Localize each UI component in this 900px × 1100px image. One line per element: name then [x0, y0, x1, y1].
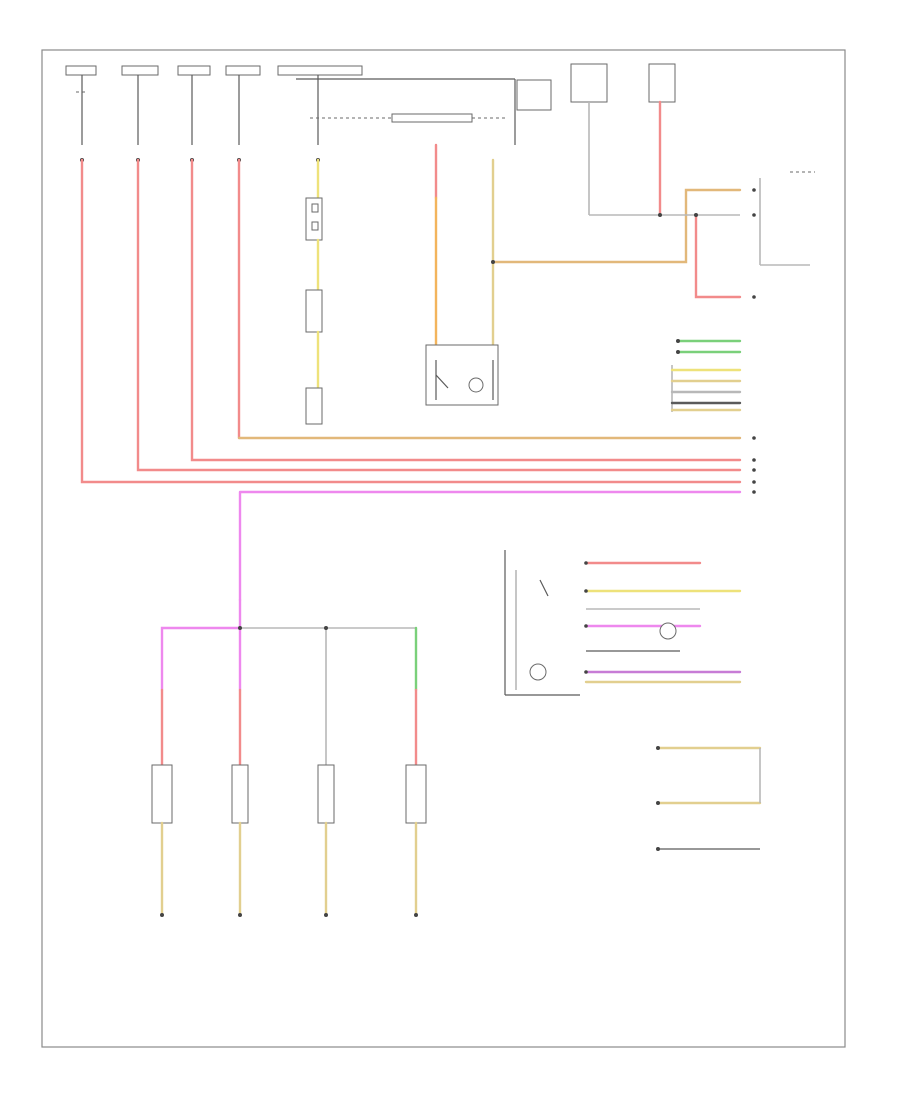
fuse-4: [225, 65, 261, 162]
wire-pink-main: [238, 490, 742, 602]
wire-red-2: [136, 158, 742, 472]
switch-assembly: [425, 344, 499, 406]
right-connector-list: [670, 339, 742, 412]
right-terminals: [752, 188, 756, 494]
wire-red-3: [190, 158, 742, 462]
ground-wires: [656, 746, 762, 851]
diagram-frame: [41, 49, 846, 1048]
switch-wires: [425, 143, 742, 406]
fuse-3: [177, 65, 211, 162]
center-column: [305, 158, 323, 425]
lower-module-4: [405, 764, 427, 824]
fuse-5: [277, 65, 363, 162]
sensor-box-1: [570, 63, 608, 103]
lower-right-module: [504, 550, 742, 696]
wire-red-1: [80, 158, 742, 484]
lower-bus: [160, 598, 418, 700]
fuse-2: [121, 65, 159, 162]
module-2: [305, 289, 323, 333]
ignition-switch-box: [516, 79, 552, 111]
lower-module-1: [151, 764, 173, 824]
lower-module-3: [317, 764, 335, 824]
red-feed-wires: [80, 158, 742, 484]
lower-module-2: [231, 764, 249, 824]
module-3: [305, 387, 323, 425]
sensor-box-2: [648, 63, 676, 103]
top-right-components: [570, 63, 815, 299]
lower-modules: [151, 688, 427, 917]
fuse-1: [65, 65, 97, 162]
circuit-label-box: [391, 113, 473, 123]
fuse-block-top: [65, 65, 363, 162]
